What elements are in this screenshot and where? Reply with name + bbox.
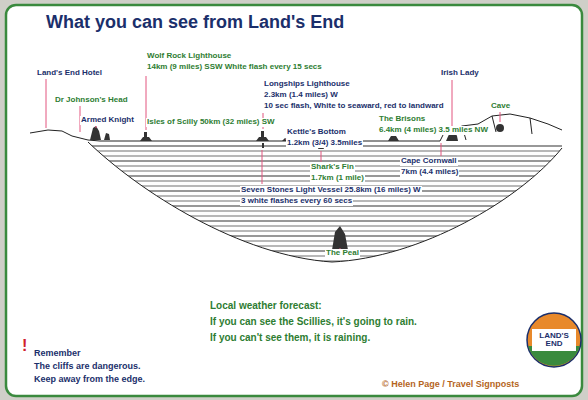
sea-line: [80, 156, 566, 157]
sea-line: [80, 211, 566, 212]
warning-text: Remember: [34, 349, 81, 359]
warning-mark: !: [22, 337, 27, 355]
place-label: Shark's Fin: [310, 163, 355, 172]
forecast-heading: Local weather forecast:: [210, 300, 322, 311]
rocks: [90, 124, 504, 250]
sign-board: [6, 5, 582, 396]
place-label: Kettle's Bottom: [286, 128, 347, 137]
sea-line: [80, 160, 566, 161]
watermark: © Helen Page / Travel Signposts: [382, 380, 519, 390]
place-label: The Brisons: [378, 115, 426, 124]
warning-text: Keep away from the edge.: [34, 375, 145, 385]
sea-line: [80, 226, 566, 227]
distance-note: 1.7km (1 mile): [310, 174, 365, 183]
sea-line: [80, 216, 566, 217]
distance-note: 7km (4.4 miles): [400, 168, 459, 177]
place-label: Dr Johnson's Head: [54, 96, 129, 105]
place-label: Armed Knight: [80, 116, 135, 125]
sea-line: [80, 151, 566, 152]
place-label: Isles of Scilly 50km (32 miles) SW: [146, 118, 276, 127]
sea-line: [80, 250, 566, 251]
leader-lines: [46, 76, 500, 249]
sign-title: What you can see from Land's End: [46, 13, 344, 33]
forecast-line: If you can see the Scillies, it's going …: [210, 316, 417, 327]
sea-line: [80, 241, 566, 242]
distance-note: 2.3km (1.4 miles) W: [263, 91, 339, 100]
distance-note: 14km (9 miles) SSW White flash every 15 …: [146, 63, 323, 72]
logo-text: LAND'S END: [533, 332, 575, 349]
distance-note: 10 sec flash, White to seaward, red to l…: [263, 102, 445, 111]
sea-line: [80, 220, 566, 221]
place-label: The Peal: [325, 249, 360, 258]
sea-lines: [80, 146, 566, 261]
coastline: [30, 114, 562, 262]
place-label: Cape Cornwall: [400, 157, 458, 166]
sea-line: [80, 235, 566, 236]
forecast-line: If you can't see them, it is raining.: [210, 332, 370, 343]
place-label: Seven Stones Light Vessel 25.8km (16 mil…: [240, 186, 422, 195]
place-label: Irish Lady: [440, 69, 480, 78]
warning-text: The cliffs are dangerous.: [34, 362, 141, 372]
place-label: Longships Lighthouse: [263, 80, 351, 89]
distance-note: 3 white flashes every 60 secs: [240, 197, 353, 206]
distance-note: 6.4km (4 miles) 3.5 miles NW: [378, 126, 489, 135]
place-label: Cave: [490, 102, 511, 111]
distance-note: 1.2km (3/4) 3.5miles: [286, 139, 363, 148]
sea-line: [80, 246, 566, 247]
sea-line: [80, 231, 566, 232]
place-label: Land's End Hotel: [36, 69, 103, 78]
sea-line: [80, 256, 566, 257]
logo-badge: LAND'S END: [526, 312, 582, 368]
place-label: Wolf Rock Lighthouse: [146, 52, 232, 61]
